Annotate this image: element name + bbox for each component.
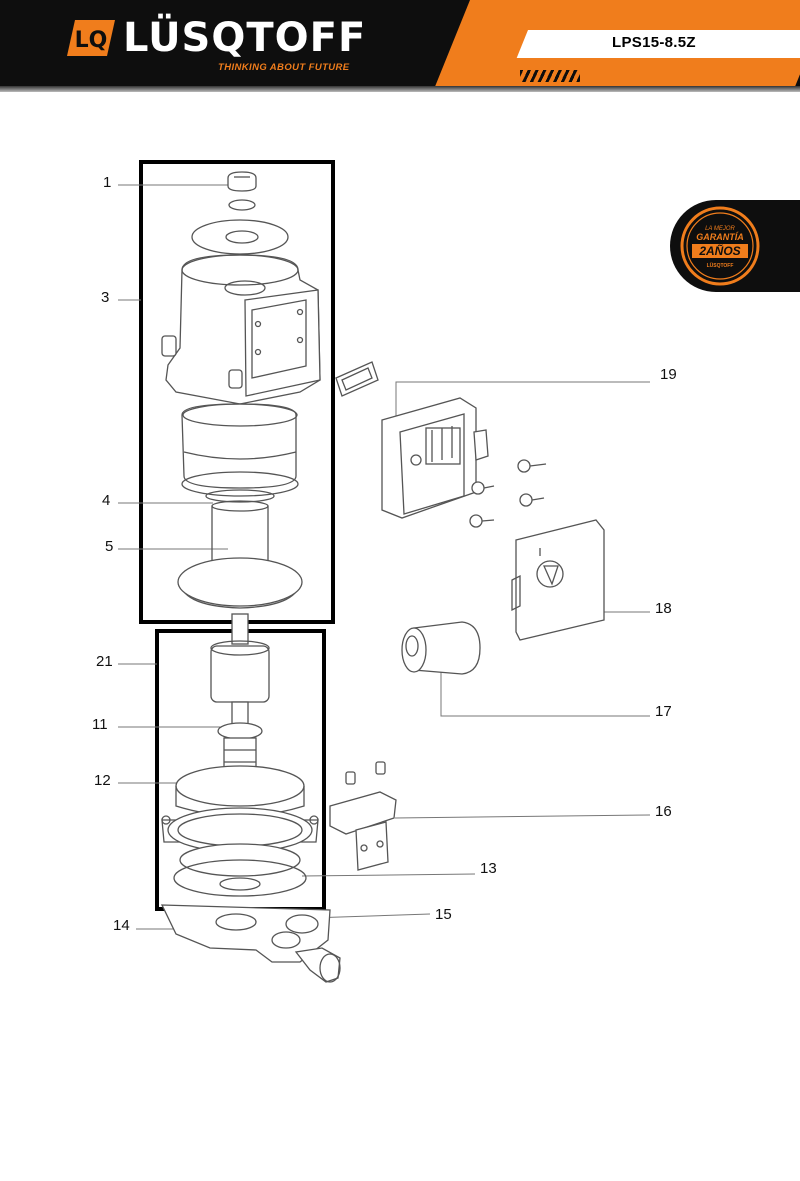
warranty-line2: GARANTÍA xyxy=(696,232,744,242)
warranty-seal-icon: LA MEJOR GARANTÍA 2AÑOS LÜSQTOFF xyxy=(680,206,760,286)
brand-name: LÜSQTOFF xyxy=(123,15,367,61)
page-header: LQ LÜSQTOFF THINKING ABOUT FUTURE LPS15-… xyxy=(0,0,800,92)
brand-logo-icon: LQ xyxy=(67,20,115,56)
part-impeller xyxy=(177,500,303,609)
part-label-16: 16 xyxy=(655,803,672,820)
part-motor-housing xyxy=(161,254,321,405)
part-terminal-box xyxy=(381,397,489,519)
part-label-5: 5 xyxy=(105,538,114,555)
part-label-12: 12 xyxy=(94,772,111,789)
warranty-line1: LA MEJOR xyxy=(705,226,735,232)
warranty-tab: LA MEJOR GARANTÍA 2AÑOS LÜSQTOFF xyxy=(670,200,800,292)
part-shaft xyxy=(231,613,249,645)
header-shadow xyxy=(0,86,800,92)
part-label-18: 18 xyxy=(655,600,672,617)
leader-lines xyxy=(118,184,651,930)
part-pump-base xyxy=(160,904,341,983)
logo-initials: LQ xyxy=(75,28,108,53)
warranty-brand: LÜSQTOFF xyxy=(707,262,734,269)
part-pump-housing xyxy=(161,765,319,853)
part-label-4: 4 xyxy=(102,492,111,509)
part-label-14: 14 xyxy=(113,917,130,934)
warranty-years: 2AÑOS xyxy=(698,243,740,258)
part-label-13: 13 xyxy=(480,860,497,877)
part-motor-stator xyxy=(181,403,299,503)
header-stripes xyxy=(520,70,580,82)
part-frame-gasket xyxy=(335,361,379,397)
part-label-3: 3 xyxy=(101,289,110,306)
part-label-11: 11 xyxy=(92,716,108,733)
part-rotor xyxy=(210,640,270,727)
part-label-15: 15 xyxy=(435,906,452,923)
part-label-19: 19 xyxy=(660,366,677,383)
model-number: LPS15-8.5Z xyxy=(612,34,696,51)
part-gasket-disc xyxy=(191,219,289,255)
part-cover xyxy=(511,519,605,641)
brand-tagline: THINKING ABOUT FUTURE xyxy=(218,62,350,73)
part-seal-rings xyxy=(173,843,307,897)
part-label-1: 1 xyxy=(103,174,112,191)
part-plug xyxy=(227,171,257,211)
part-label-17: 17 xyxy=(655,703,672,720)
part-flow-switch xyxy=(329,761,397,871)
part-capacitor xyxy=(401,621,481,675)
part-label-21: 21 xyxy=(96,653,113,670)
